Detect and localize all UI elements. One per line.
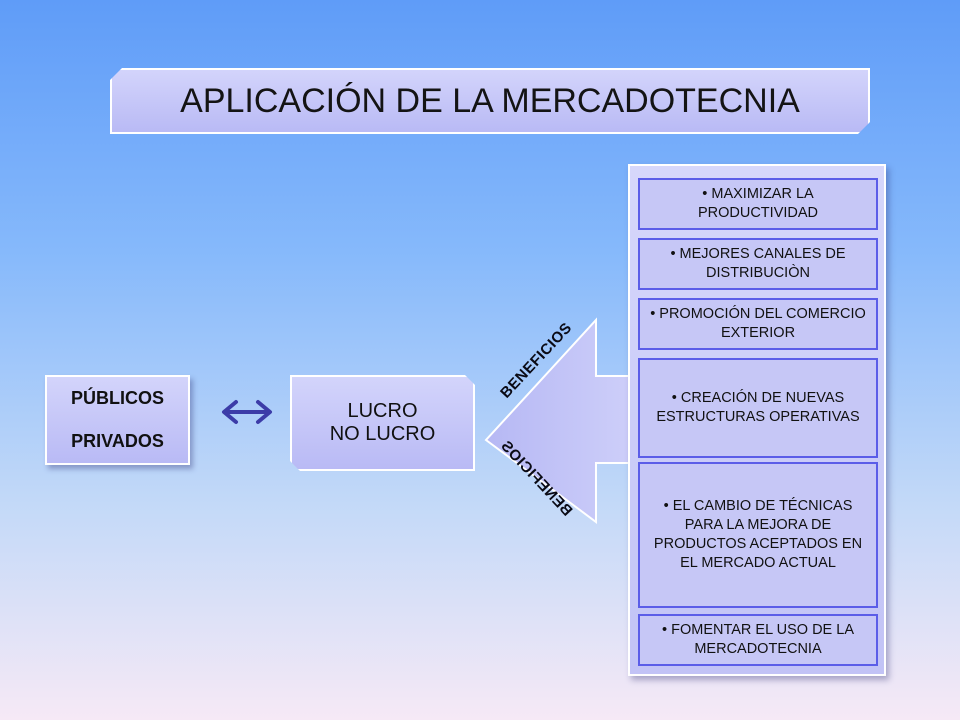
benefit-item: • CREACIÓN DE NUEVAS ESTRUCTURAS OPERATI… <box>638 358 878 458</box>
double-arrow-icon <box>222 400 272 424</box>
page-title: APLICACIÓN DE LA MERCADOTECNIA <box>110 68 870 134</box>
sector-publicos: PÚBLICOS <box>70 388 164 408</box>
benefit-item: • MEJORES CANALES DE DISTRIBUCIÒN <box>638 238 878 290</box>
benefits-arrow-shape <box>484 317 643 524</box>
benefit-item: • MAXIMIZAR LA PRODUCTIVIDAD <box>638 178 878 230</box>
profit-lucro: LUCRO <box>347 400 418 422</box>
sector-privados: PRIVADOS <box>71 431 164 451</box>
profit-box: LUCRO NO LUCRO <box>290 375 475 471</box>
profit-no-lucro: NO LUCRO <box>329 423 436 445</box>
benefit-item: • FOMENTAR EL USO DE LA MERCADOTECNIA <box>638 614 878 666</box>
benefit-item: • PROMOCIÓN DEL COMERCIO EXTERIOR <box>638 298 878 350</box>
benefit-item: • EL CAMBIO DE TÉCNICAS PARA LA MEJORA D… <box>638 462 878 608</box>
sector-box: PÚBLICOS PRIVADOS <box>45 375 190 465</box>
title-text: APLICACIÓN DE LA MERCADOTECNIA <box>180 81 800 120</box>
